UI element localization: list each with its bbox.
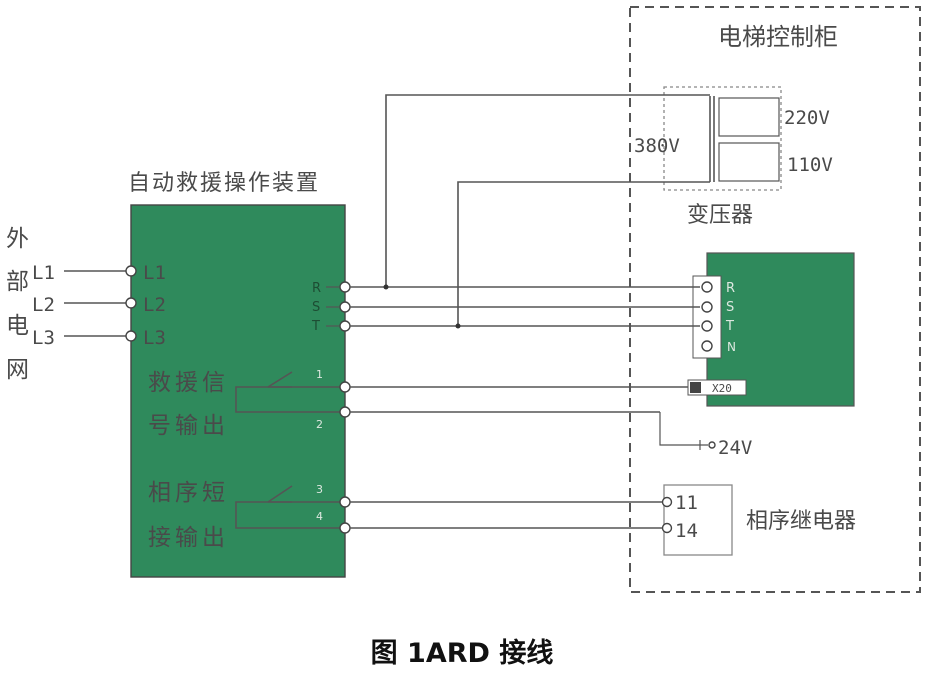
controller-terminal-s [701, 301, 713, 313]
figure-caption: 图 1ARD 接线 [371, 638, 554, 669]
rescue-contact-loop [235, 386, 345, 413]
secondary-winding-220 [718, 97, 780, 137]
controller-terminal-r [701, 281, 713, 293]
phase-label-line-2: 接输出 [148, 525, 229, 551]
supply-24v-terminal [708, 441, 716, 449]
controller-terminal-t [701, 320, 713, 332]
contact-number-1: 1 [316, 368, 323, 381]
device-terminal-l2 [125, 297, 137, 309]
phase-label-line-1: 相序短 [148, 480, 229, 506]
rescue-label-line-2: 号输出 [148, 413, 229, 439]
wire-transformer-tap-t [457, 181, 710, 326]
device-terminal-t [339, 320, 351, 332]
device-terminal-r [339, 281, 351, 293]
relay-terminal-11-label: 11 [675, 492, 698, 514]
controller-label-n: N [727, 340, 736, 354]
relay-terminal-14-label: 14 [675, 520, 698, 542]
control-cabinet-border [629, 6, 921, 593]
contact-number-3: 3 [316, 483, 323, 496]
relay-terminal-11 [661, 496, 673, 508]
phase-relay-label: 相序继电器 [746, 509, 856, 534]
device-terminal-l3 [125, 330, 137, 342]
device-terminal-4 [339, 522, 351, 534]
device-output-label-s: S [312, 300, 320, 315]
cabinet-title: 电梯控制柜 [718, 23, 838, 51]
device-input-l2: L2 [143, 294, 166, 316]
grid-label-char-1: 外 [6, 226, 29, 252]
controller-label-s: S [726, 300, 734, 315]
device-terminal-s [339, 301, 351, 313]
grid-label-char-2: 部 [6, 269, 29, 295]
wire-transformer-tap-r [385, 94, 710, 287]
contact-number-2: 2 [316, 418, 323, 431]
wire-24v [659, 412, 700, 446]
device-terminal-2 [339, 406, 351, 418]
secondary-110-label: 110V [787, 154, 833, 176]
phase-contact-blade [267, 485, 293, 503]
device-input-l1: L1 [143, 262, 166, 284]
secondary-winding-110 [718, 142, 780, 182]
controller-terminals [701, 281, 713, 352]
device-input-l3: L3 [143, 327, 166, 349]
rescue-label-line-1: 救援信 [148, 370, 229, 396]
controller-label-r: R [726, 281, 735, 296]
device-terminal-1 [339, 381, 351, 393]
grid-line-label-l2: L2 [32, 294, 55, 316]
grid-label-char-3: 电 [6, 313, 29, 339]
grid-line-label-l3: L3 [32, 327, 55, 349]
primary-voltage-label: 380V [634, 135, 680, 157]
grid-label-char-4: 网 [6, 357, 29, 383]
device-terminal-3 [339, 496, 351, 508]
controller-terminal-n [701, 340, 713, 352]
junction-t [455, 323, 461, 329]
device-output-label-t: T [311, 319, 320, 334]
rescue-contact-blade [267, 371, 293, 388]
junction-r [383, 284, 389, 290]
supply-24v-symbol [699, 440, 708, 450]
transformer-frame [663, 86, 782, 191]
supply-24v-label: 24V [718, 437, 752, 459]
controller-label-t: T [725, 319, 734, 334]
secondary-220-label: 220V [784, 107, 830, 129]
phase-relay-frame [663, 484, 733, 556]
device-title: 自动救援操作装置 [128, 171, 320, 196]
grid-line-label-l1: L1 [32, 262, 55, 284]
contact-number-4: 4 [316, 510, 323, 523]
x20-terminal-screw [690, 382, 701, 393]
transformer-label: 变压器 [687, 203, 753, 228]
device-terminal-l1 [125, 265, 137, 277]
device-output-label-r: R [312, 281, 321, 296]
phase-contact-loop [235, 501, 345, 529]
x20-label: X20 [712, 382, 732, 395]
ard-device-box [130, 204, 346, 578]
relay-terminal-14 [661, 522, 673, 534]
